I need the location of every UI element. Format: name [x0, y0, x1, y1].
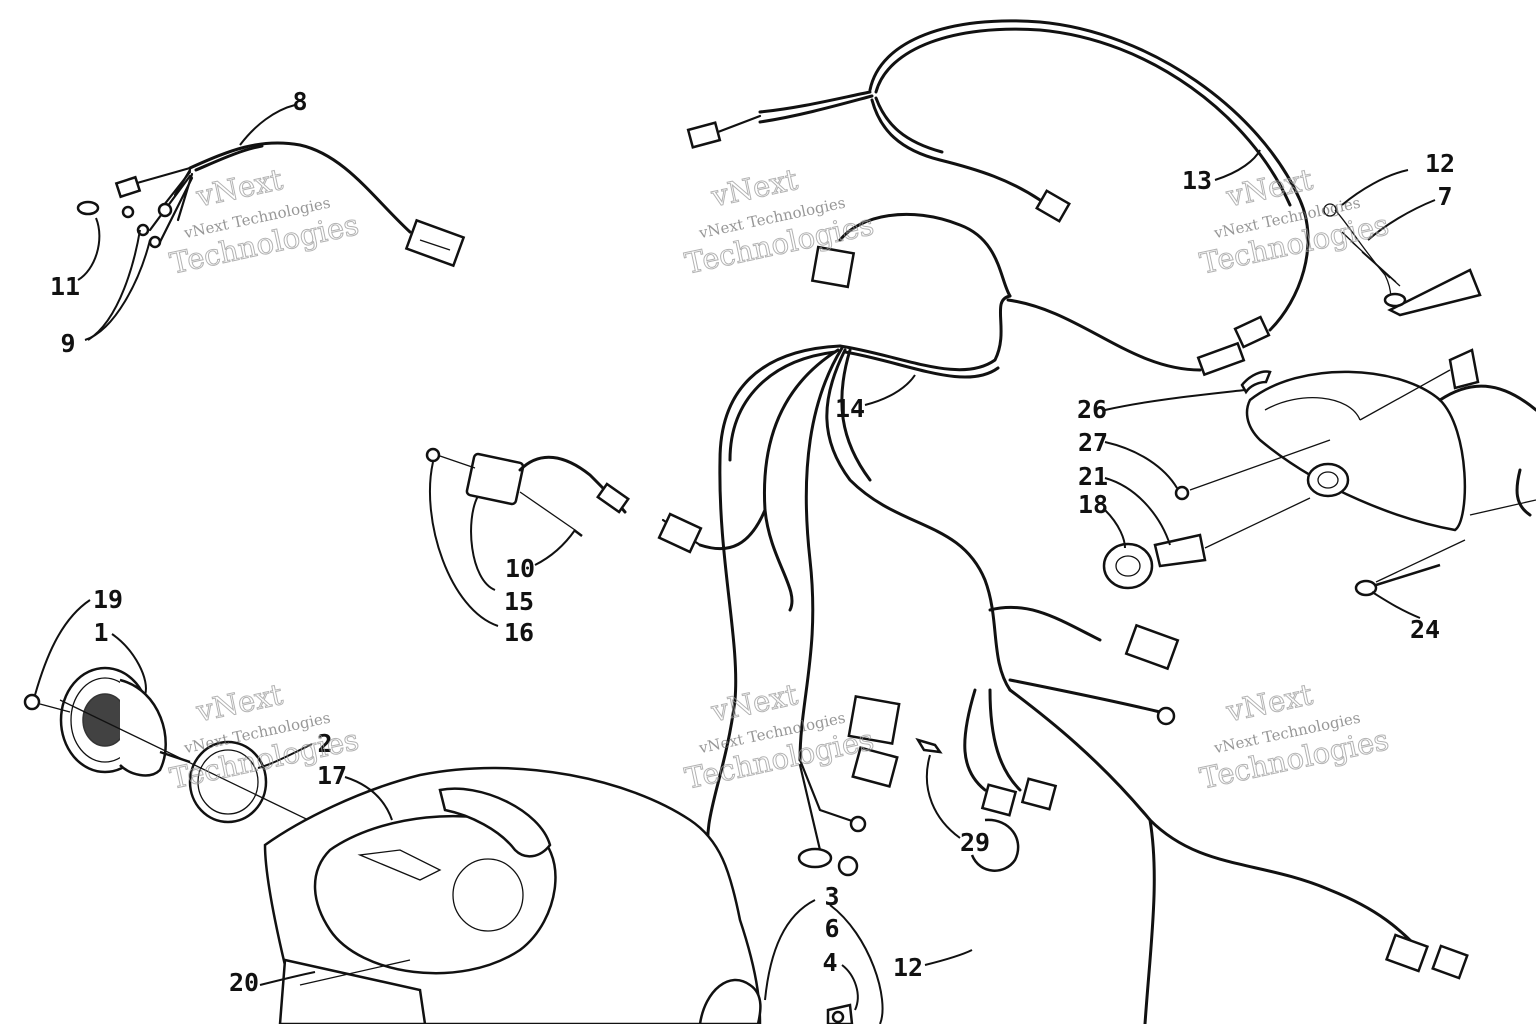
callout-4: 4 — [822, 948, 837, 977]
watermark-5: vNext vNext Technologies Technologies — [681, 677, 877, 796]
callout-12-top: 12 — [1425, 149, 1455, 178]
callout-9: 9 — [60, 329, 75, 358]
callout-10: 10 — [505, 554, 535, 583]
callout-27: 27 — [1078, 428, 1108, 457]
callout-17: 17 — [317, 761, 347, 790]
watermark-3: vNext vNext Technologies Technologies — [1196, 162, 1392, 281]
callout-3: 3 — [824, 882, 839, 911]
callout-19: 19 — [93, 585, 123, 614]
gauge-1 — [23, 666, 506, 916]
module-15 — [425, 447, 630, 537]
callout-18: 18 — [1078, 490, 1108, 519]
callout-13: 13 — [1182, 166, 1212, 195]
harness-13 — [686, 19, 1310, 349]
console-17 — [263, 766, 762, 1024]
harness-8 — [76, 141, 466, 268]
callout-21: 21 — [1078, 462, 1108, 491]
callout-1: 1 — [93, 618, 108, 647]
callout-11: 11 — [50, 272, 80, 301]
callout-2: 2 — [317, 729, 332, 758]
bottom-parts — [698, 737, 1020, 1024]
harness-14 — [657, 212, 1469, 1024]
headlight-assembly — [1102, 203, 1536, 597]
callout-8: 8 — [292, 87, 307, 116]
callout-12-bottom: 12 — [893, 953, 923, 982]
callout-labels: 8 11 9 13 12 7 14 26 27 21 18 10 15 16 2… — [50, 87, 1455, 997]
callout-7: 7 — [1437, 182, 1452, 211]
callout-6: 6 — [824, 914, 839, 943]
watermark-6: vNext vNext Technologies Technologies — [1196, 677, 1392, 796]
callout-26: 26 — [1077, 395, 1107, 424]
callout-24: 24 — [1410, 615, 1440, 644]
callout-15: 15 — [504, 587, 534, 616]
callout-14: 14 — [835, 394, 865, 423]
leader-lines — [34, 104, 1436, 1011]
callout-16: 16 — [504, 618, 534, 647]
callout-20: 20 — [229, 968, 259, 997]
callout-29: 29 — [960, 828, 990, 857]
